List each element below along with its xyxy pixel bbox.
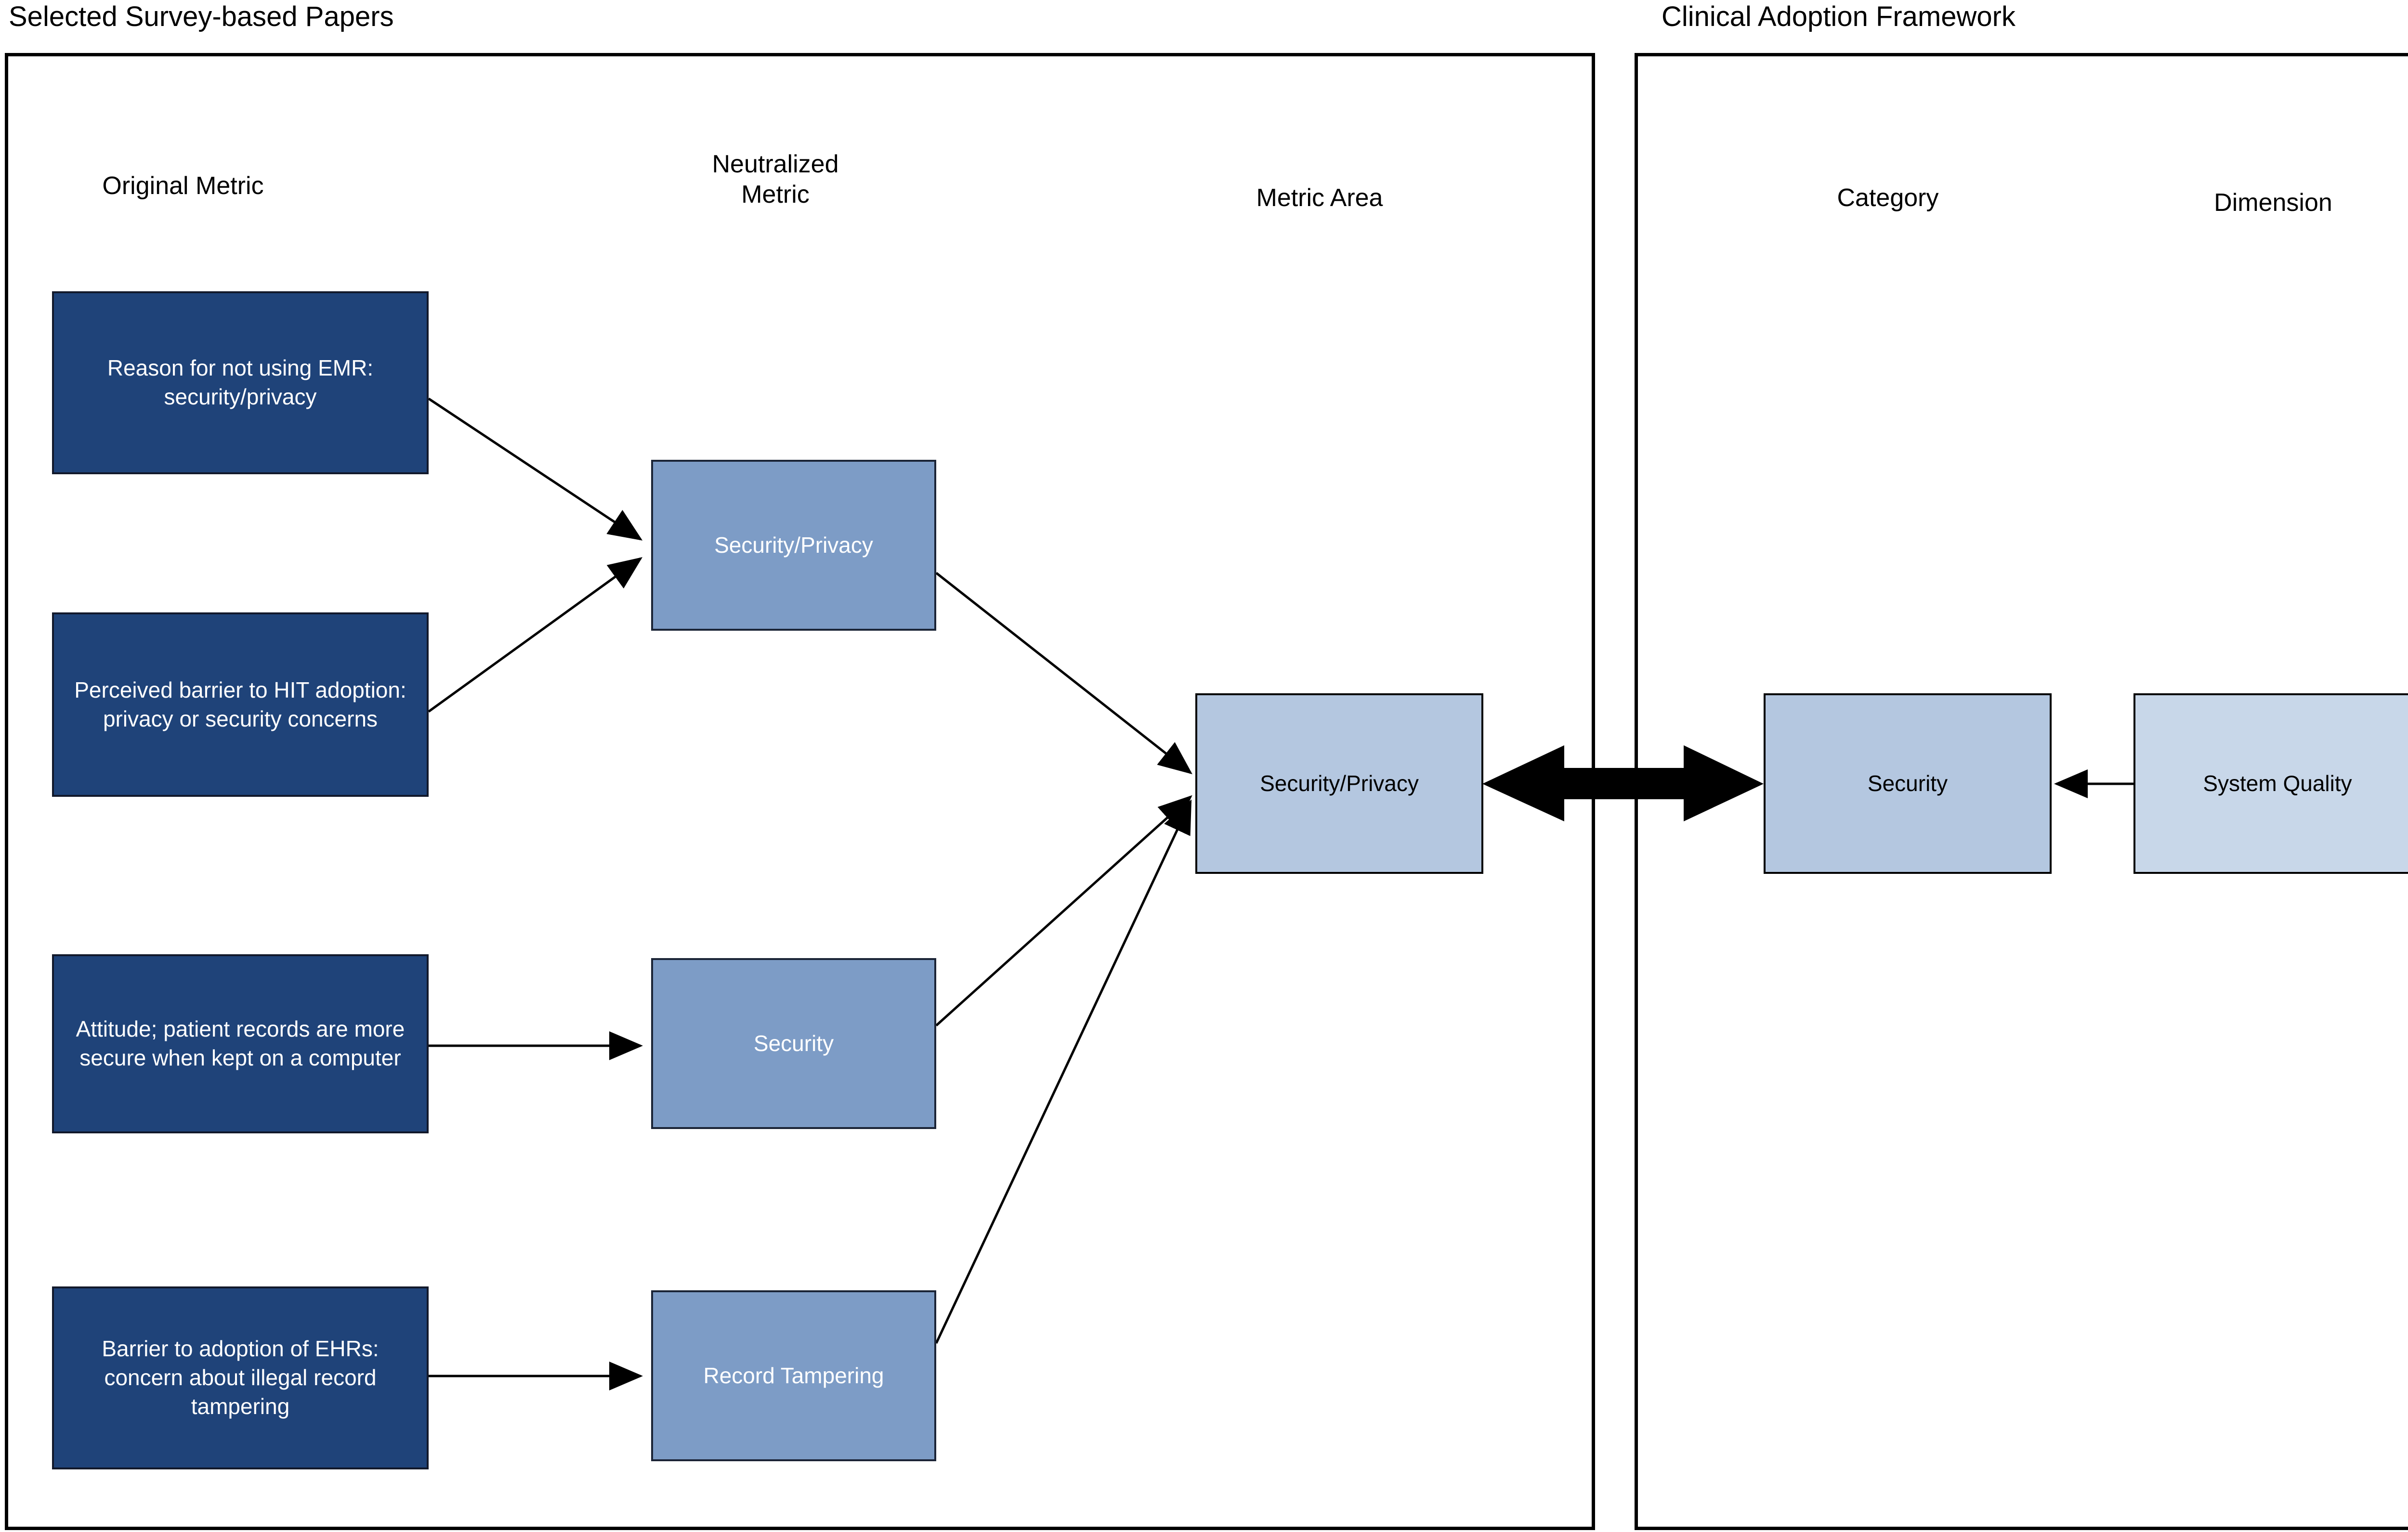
node-dimension-1[interactable]: System Quality — [2133, 693, 2408, 874]
column-header-category: Category — [1837, 184, 1939, 212]
column-header-neutralized-metric: Neutralized Metric — [641, 149, 910, 210]
column-header-neutralized-metric-line2: Metric — [741, 181, 810, 209]
right-panel-title: Clinical Adoption Framework — [1662, 1, 2015, 32]
column-header-neutralized-metric-line1: Neutralized — [712, 150, 839, 178]
left-panel-title: Selected Survey-based Papers — [9, 1, 394, 32]
node-neutralized-metric-2[interactable]: Security — [651, 958, 936, 1129]
node-category-1[interactable]: Security — [1764, 693, 2052, 874]
node-neutralized-metric-3[interactable]: Record Tampering — [651, 1290, 936, 1461]
node-original-metric-2[interactable]: Perceived barrier to HIT adoption: priva… — [52, 612, 429, 797]
node-neutralized-metric-1[interactable]: Security/Privacy — [651, 460, 936, 631]
node-original-metric-3[interactable]: Attitude; patient records are more secur… — [52, 954, 429, 1133]
node-original-metric-4[interactable]: Barrier to adoption of EHRs: concern abo… — [52, 1286, 429, 1469]
column-header-dimension: Dimension — [2214, 189, 2332, 217]
node-metric-area-1[interactable]: Security/Privacy — [1195, 693, 1483, 874]
node-original-metric-1[interactable]: Reason for not using EMR: security/priva… — [52, 291, 429, 474]
column-header-original-metric: Original Metric — [102, 172, 264, 200]
column-header-metric-area: Metric Area — [1256, 184, 1383, 212]
